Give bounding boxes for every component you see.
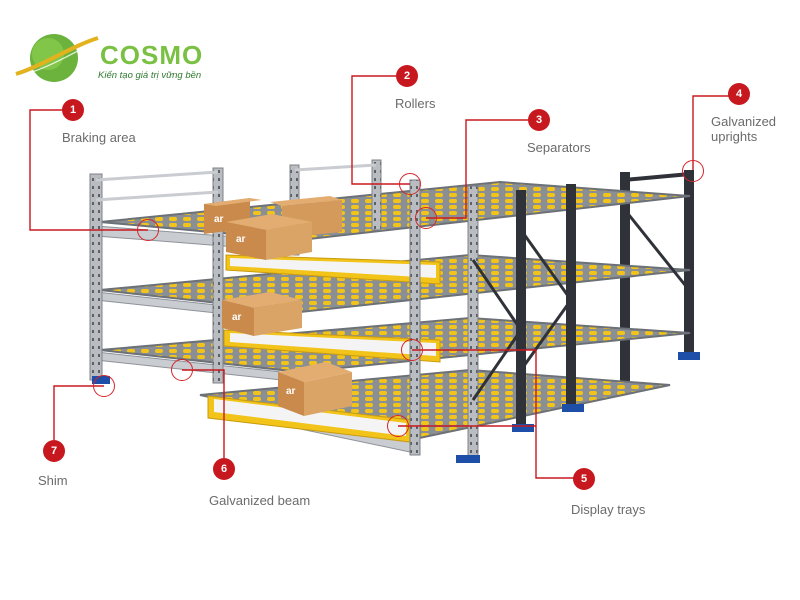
callout-badge-1: 1	[62, 99, 84, 121]
highlight-ring-display-tray-lower	[387, 415, 409, 437]
carton-brand-marks: ar ar ar ar	[214, 214, 296, 397]
callout-badge-6: 6	[213, 458, 235, 480]
highlight-ring-shim	[93, 375, 115, 397]
logo-wordmark: COSMO	[100, 40, 204, 70]
highlight-ring-separators	[415, 207, 437, 229]
callout-label-braking-area: Braking area	[62, 130, 136, 145]
callout-badge-5: 5	[573, 468, 595, 490]
callout-label-display-trays: Display trays	[571, 502, 646, 517]
callout-label-galvanized-uprights: Galvanized uprights	[711, 114, 777, 144]
carton-brand-mark: ar	[286, 386, 296, 397]
callout-leaders	[29, 75, 730, 479]
highlight-ring-galvanized-uprights	[682, 160, 704, 182]
carton-brand-mark: ar	[236, 234, 246, 245]
callout-badge-3: 3	[528, 109, 550, 131]
callout-badge-2: 2	[396, 65, 418, 87]
carton-boxes	[204, 196, 352, 416]
carton-box	[226, 214, 312, 260]
carton-box	[222, 292, 302, 336]
highlight-ring-braking-area	[137, 219, 159, 241]
carton-brand-mark: ar	[232, 312, 242, 323]
callout-label-rollers: Rollers	[395, 96, 436, 111]
callout-badge-7: 7	[43, 440, 65, 462]
callout-badge-4: 4	[728, 83, 750, 105]
highlight-ring-galvanized-beam	[171, 359, 193, 381]
planet-logo-icon	[15, 34, 99, 82]
cosmo-logo: COSMO Kiến tạo giá trị vững bền	[12, 28, 212, 88]
highlight-ring-rollers	[399, 173, 421, 195]
callout-label-separators: Separators	[527, 140, 591, 155]
front-frame	[471, 184, 691, 430]
carton-brand-mark: ar	[214, 214, 224, 225]
callout-label-galvanized-beam: Galvanized beam	[209, 493, 311, 508]
logo-tagline: Kiến tạo giá trị vững bền	[98, 70, 202, 81]
callout-label-shim: Shim	[38, 473, 68, 488]
roller-levels	[99, 180, 691, 442]
highlight-ring-display-tray-upper	[401, 339, 423, 361]
carton-box	[278, 362, 352, 416]
